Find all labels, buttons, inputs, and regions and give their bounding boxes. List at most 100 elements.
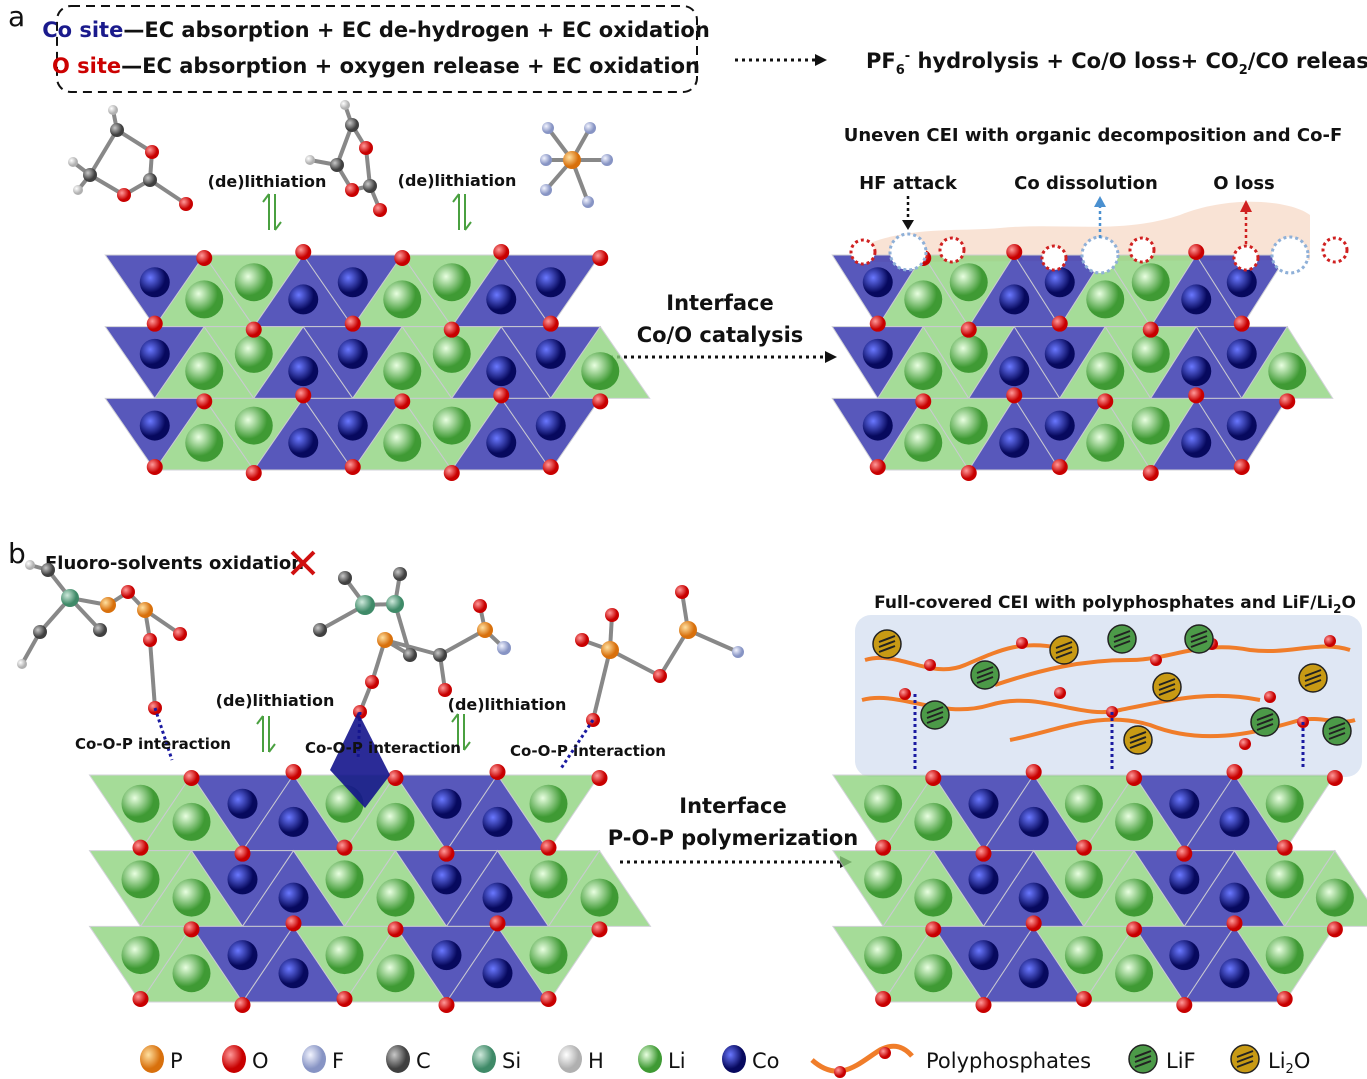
f-atom [584, 122, 596, 134]
vacancy-marker [888, 232, 928, 272]
stripe [1256, 718, 1274, 726]
co-atom [999, 284, 1030, 315]
co-atom [535, 410, 566, 441]
legend-label: LiF [1166, 1049, 1196, 1073]
o-atom [1126, 770, 1143, 786]
o-atom [1279, 393, 1296, 410]
o-atom [1025, 764, 1042, 780]
stripe [1113, 640, 1131, 648]
vacancy-marker [938, 236, 966, 264]
li-atom [185, 423, 224, 462]
co-atom [968, 940, 999, 971]
stripe [1328, 727, 1346, 735]
o-atom [234, 845, 251, 862]
vacancy-marker [1080, 235, 1120, 275]
o-atom [1176, 997, 1193, 1013]
stripe [878, 645, 896, 653]
stripe [1134, 1060, 1152, 1068]
co-atom [1018, 958, 1049, 989]
legend-label: C [416, 1049, 431, 1073]
c-atom [93, 623, 107, 637]
li-atom [234, 406, 273, 445]
li-atom [1064, 860, 1103, 899]
polyphosphate-chain [994, 644, 1351, 687]
co-atom [288, 356, 319, 387]
si-atom [61, 589, 79, 607]
o-atom [975, 845, 992, 862]
co-atom [227, 788, 258, 819]
legend-label: H [588, 1049, 604, 1073]
li-atom [234, 263, 273, 302]
delithiation-label: (de)lithiation [216, 691, 335, 710]
o-atom [143, 633, 157, 647]
bond [88, 128, 119, 177]
p-atom [100, 597, 116, 613]
o-atom [1326, 921, 1343, 938]
li-atom [1064, 784, 1103, 823]
co-atom [999, 356, 1030, 387]
vacancy-marker [1270, 235, 1310, 275]
o-atom [438, 845, 455, 862]
o-atom [592, 393, 609, 410]
o-atom [387, 770, 404, 786]
stripe [1134, 1050, 1152, 1058]
legend-swatch-c [386, 1045, 410, 1073]
li-atom [1131, 406, 1170, 445]
o-atom [245, 465, 262, 481]
arrow-head [268, 743, 276, 753]
co-atom [1181, 356, 1212, 387]
co-atom [337, 338, 368, 369]
stripe [1236, 1050, 1254, 1058]
h-atom [73, 185, 83, 195]
o-atom [183, 921, 200, 938]
li-atom [1131, 334, 1170, 373]
o-atom [1176, 845, 1193, 862]
o-atom [1142, 321, 1159, 338]
legend-label: Si [502, 1049, 521, 1073]
o-atom [675, 585, 689, 599]
process-label: P-O-P polymerization [608, 826, 858, 850]
o-atom [540, 839, 557, 856]
co-atom [535, 338, 566, 369]
o-atom [960, 465, 977, 481]
co-atom [431, 864, 462, 895]
li-atom [1265, 784, 1304, 823]
pf6-anion [540, 122, 613, 208]
o-atom [443, 321, 460, 338]
phosphate-molecules [17, 560, 744, 808]
o-atom [1226, 764, 1243, 780]
li-atom [121, 784, 160, 823]
o-atom [394, 250, 411, 266]
li-atom [1115, 802, 1154, 841]
f-atom [540, 154, 552, 166]
co-atom [288, 284, 319, 315]
o-atom [132, 991, 149, 1007]
o-atom [653, 669, 667, 683]
stripe [926, 711, 944, 719]
li-atom [1115, 954, 1154, 993]
lattice-pristine-a [104, 244, 651, 481]
h-atom [340, 100, 350, 110]
stripe [1236, 1055, 1254, 1063]
mechanism-box [56, 5, 698, 93]
o-atom [875, 991, 892, 1007]
o-atom [1150, 654, 1162, 666]
li-atom [1265, 936, 1304, 975]
o-atom [1226, 915, 1243, 932]
bond [687, 628, 739, 654]
o-atom [234, 997, 251, 1013]
legend-label: Polyphosphates [926, 1049, 1091, 1073]
f-atom [540, 184, 552, 196]
stripe [1055, 646, 1073, 654]
o-atom [575, 633, 589, 647]
li-atom [1086, 352, 1125, 391]
o-atom [394, 393, 411, 410]
delithiation-label: (de)lithiation [398, 171, 517, 190]
li-atom [185, 280, 224, 319]
legend-swatch-li [638, 1045, 662, 1073]
co-atom [431, 788, 462, 819]
legend-polyphosphate-swatch [810, 1043, 914, 1074]
stripe [1158, 678, 1176, 686]
stripe [926, 706, 944, 714]
